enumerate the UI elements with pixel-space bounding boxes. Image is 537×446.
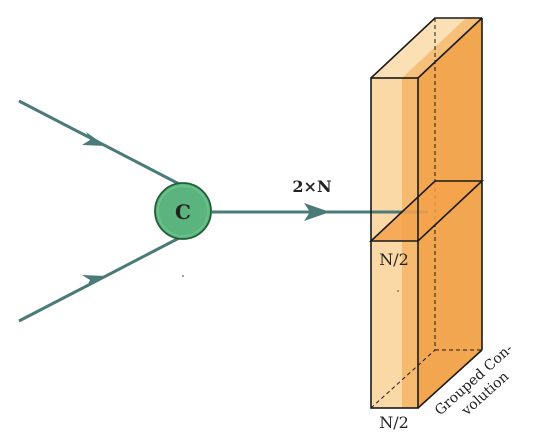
block-top-face-orange <box>402 18 482 78</box>
block-outline <box>370 17 483 409</box>
bottom-width-label: N/2 <box>379 413 409 432</box>
input-edge-bottom <box>18 234 184 323</box>
input-edge-top <box>18 99 184 188</box>
top-half-width-label: N/2 <box>379 250 409 269</box>
concat-node: C <box>154 182 212 240</box>
arrowhead-icon <box>304 203 330 221</box>
concat-node-label: C <box>175 200 191 224</box>
arrowhead-icon <box>82 132 106 146</box>
output-edge <box>212 203 428 221</box>
block-lower-front-inner <box>402 241 418 408</box>
arrowhead-icon <box>82 275 106 288</box>
edge-label: 2×N <box>292 177 331 196</box>
